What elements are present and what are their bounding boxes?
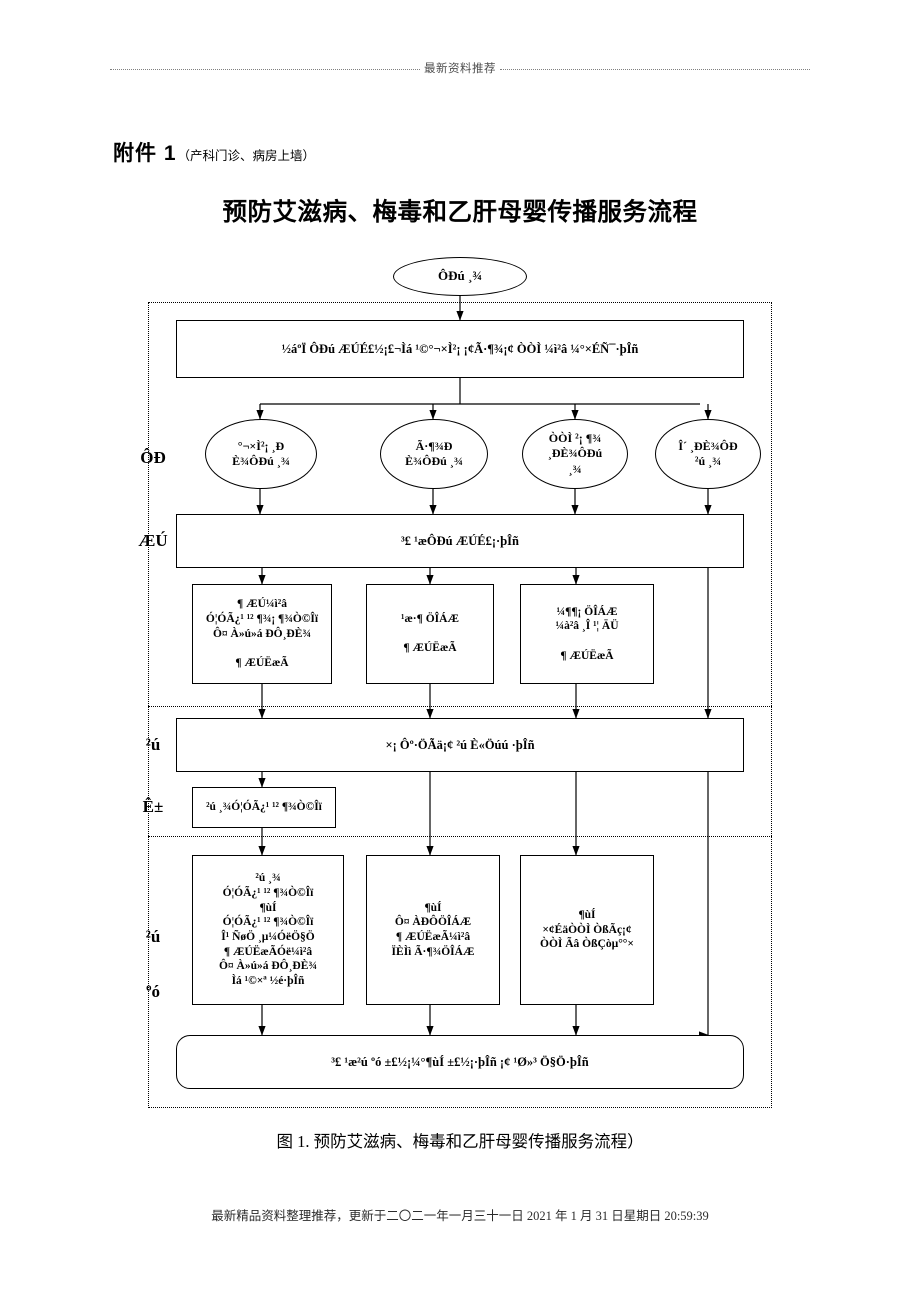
header-dots-left bbox=[110, 68, 420, 71]
flow-node-screen-hiv[interactable]: °¬×Ì²¡ ¸Ð È¾ÔÐú ¸¾ bbox=[205, 419, 317, 489]
header-text: 最新资料推荐 bbox=[424, 63, 496, 75]
flow-node-delivery-care[interactable]: ²ú ¸¾Ó¦ÓÃ¿¹ ¹² ¶¾Ò©Îï bbox=[192, 787, 336, 828]
flow-node-intervention-syphilis[interactable]: ¹æ·¶ ÖÎÁÆ ¶ ÆÚËæÃ bbox=[366, 584, 494, 684]
zone-divider-pregnancy-delivery bbox=[148, 706, 772, 707]
page-footer: 最新精品资料整理推荐，更新于二〇二一年一月三十一日 2021 年 1 月 31 … bbox=[211, 1209, 709, 1223]
flow-node-intervention-hiv[interactable]: ¶ ÆÚ¼ì²â Ó¦ÓÃ¿¹ ¹² ¶¾¡ ¶¾Ò©Îï Ô¤ À»ú»á Ð… bbox=[192, 584, 332, 684]
flow-node-start[interactable]: ÔÐú ¸¾ bbox=[393, 257, 527, 296]
figure-caption: 图 1. 预防艾滋病、梅毒和乙肝母婴传播服务流程） bbox=[276, 1132, 644, 1151]
flow-node-postpartum-syphilis[interactable]: ¶ùÍ Ô¤ ÀÐÔÖÎÁÆ ¶ ÆÚËæÃ¼ì²â ÏÈÌì Ã·¶¾ÖÎÁÆ bbox=[366, 855, 500, 1005]
flow-node-intervention-hepb[interactable]: ¼¶¶¡ ÖÎÁÆ ¼à²â ¸Î ¹¦ ÄÜ ¶ ÆÚËæÃ bbox=[520, 584, 654, 684]
flow-node-screen-negative[interactable]: Î´ ¸ÐÈ¾ÔÐ ²ú ¸¾ bbox=[655, 419, 761, 489]
flow-node-routine-followup[interactable]: ³£ ¹æÔÐú ÆÚÉ£¡·þÎñ bbox=[176, 514, 744, 568]
running-header: 最新资料推荐 bbox=[110, 58, 810, 78]
header-dots-right bbox=[500, 68, 810, 71]
phase-label-postpartum-2: ºó bbox=[145, 982, 161, 1001]
flow-node-screen-hepb[interactable]: ÒÒÌ ²¡ ¶¾ ¸ÐÈ¾ÔÐú ¸¾ bbox=[522, 419, 628, 489]
flow-node-intake[interactable]: ½áºÏ ÔÐú ÆÚÉ£½¡£¬Ìá ¹©°¬×Ì²¡ ¡¢Ã·¶¾¡¢ ÒÒ… bbox=[176, 320, 744, 378]
flow-node-postpartum-hepb[interactable]: ¶ùÍ ×¢ÉäÒÒÌ ÒßÃç¡¢ ÒÒÌ Ãâ ÒßÇòµ°°× bbox=[520, 855, 654, 1005]
phase-label-postpartum-1: ²ú bbox=[145, 927, 161, 946]
attachment-label: 附件 1 bbox=[113, 142, 177, 165]
flow-node-final-care[interactable]: ³£ ¹æ²ú ºó ±£½¡¼°¶ùÍ ±£½¡·þÎñ ¡¢ ¹Ø»³ Ö§… bbox=[176, 1035, 744, 1089]
phase-label-delivery-1: ²ú bbox=[145, 735, 161, 754]
phase-label-pregnancy-2: ÆÚ bbox=[138, 531, 168, 550]
page-title: 预防艾滋病、梅毒和乙肝母婴传播服务流程 bbox=[222, 199, 698, 226]
attachment-note: （产科门诊、病房上墙） bbox=[177, 149, 316, 163]
flow-node-delivery-service[interactable]: ×¡ Ôº·ÖÃä¡¢ ²ú È«Öúú ·þÎñ bbox=[176, 718, 744, 772]
flow-node-postpartum-hiv[interactable]: ²ú ¸¾ Ó¦ÓÃ¿¹ ¹² ¶¾Ò©Îï ¶ùÍ Ó¦ÓÃ¿¹ ¹² ¶¾Ò… bbox=[192, 855, 344, 1005]
flow-node-screen-syphilis[interactable]: Ã·¶¾Ð È¾ÔÐú ¸¾ bbox=[380, 419, 488, 489]
phase-label-pregnancy-1: ÔÐ bbox=[140, 448, 166, 467]
zone-divider-delivery-postpartum bbox=[148, 836, 772, 837]
phase-label-delivery-2: Ê± bbox=[142, 797, 164, 816]
attachment-line: 附件 1 （产科门诊、病房上墙） bbox=[113, 137, 315, 167]
